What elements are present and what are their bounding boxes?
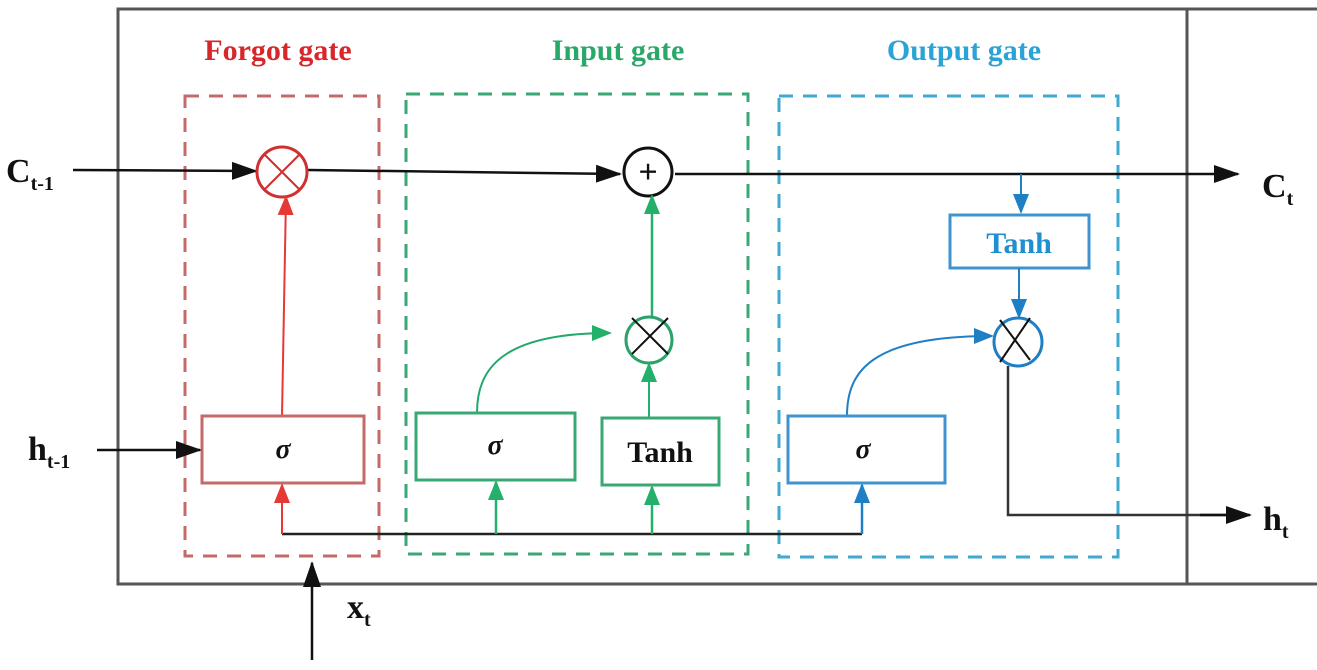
- input-sigmoid-to-multiply: [476, 325, 612, 414]
- input-multiply-cross-b: [631, 317, 669, 355]
- input-tanh-label: Tanh: [627, 436, 693, 469]
- h-next-label: ht: [1263, 501, 1289, 543]
- output-gate-title: Output gate: [887, 34, 1041, 67]
- output-tanh-box: [948, 213, 1091, 270]
- input-tanh-box: [600, 416, 721, 487]
- c-prev-label: Ct-1: [6, 153, 54, 195]
- output-multiply-cross-b: [999, 317, 1031, 363]
- c-prev-line: [72, 161, 258, 180]
- output-sigmoid-to-multiply: [846, 328, 994, 417]
- input-sigmoid-label: σ: [487, 430, 503, 461]
- h-prev-label: ht-1: [28, 431, 70, 473]
- h-next-line: [1006, 366, 1240, 517]
- c-next-label: Ct: [1262, 168, 1294, 210]
- forget-gate-title: Forgot gate: [204, 34, 351, 67]
- forget-sigmoid-label: σ: [275, 434, 291, 465]
- input-gate-title: Input gate: [552, 34, 685, 67]
- input-add-symbol: +: [638, 154, 657, 191]
- input-multiply-op: [624, 315, 674, 365]
- output-tanh-label: Tanh: [986, 227, 1052, 260]
- forget-to-multiply-line: [277, 195, 294, 417]
- output-gate-region: [777, 94, 1120, 559]
- forget-multiply-cross-b: [263, 153, 301, 191]
- output-sigmoid-label: σ: [855, 434, 871, 465]
- forget-gate-region: [183, 94, 381, 558]
- x-label: xt: [347, 589, 371, 631]
- cell-state-line-1: [307, 164, 622, 183]
- output-sigmoid-box: [786, 414, 947, 485]
- input-gate-region: [404, 92, 750, 556]
